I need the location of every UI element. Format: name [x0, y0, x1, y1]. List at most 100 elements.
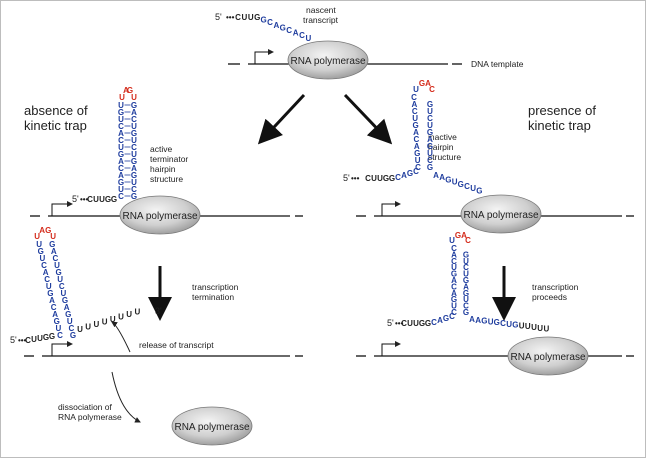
transcript-nucleotide: U	[37, 334, 43, 343]
stem-nucleotide: G	[463, 289, 469, 298]
tail-nucleotide: A	[475, 316, 481, 325]
loop-nucleotide: A	[123, 86, 129, 95]
stem-nucleotide: U	[118, 143, 124, 152]
stem-nucleotide: G	[131, 171, 137, 180]
stem-nucleotide: C	[131, 185, 137, 194]
stem-nucleotide: U	[463, 257, 469, 266]
stem-nucleotide: G	[458, 180, 464, 189]
transcript-nucleotide: U	[242, 13, 248, 22]
poly-u-nucleotide: U	[126, 310, 132, 319]
stem-nucleotide: C	[118, 192, 124, 201]
five-prime-label: 5'	[10, 335, 17, 345]
stem-nucleotide: G	[463, 250, 469, 259]
stem-nucleotide: C	[412, 107, 418, 116]
transcript-nucleotide: G	[280, 23, 286, 32]
transcript-nucleotide: C	[235, 13, 241, 22]
loop-nucleotide: U	[119, 93, 125, 102]
stem-nucleotide: G	[70, 331, 76, 340]
tail-nucleotide: U	[525, 322, 531, 331]
stem-nucleotide: A	[451, 276, 457, 285]
transcript-nucleotide: C	[299, 31, 305, 40]
stem-nucleotide: G	[443, 314, 449, 323]
loop-nucleotide: G	[45, 226, 51, 235]
three-prime-label: 3'	[155, 306, 162, 316]
stem-nucleotide: C	[413, 167, 419, 176]
stem-nucleotide: A	[49, 296, 55, 305]
transcript-nucleotide: A	[274, 21, 280, 30]
tail-nucleotide: A	[469, 315, 475, 324]
stem-nucleotide: G	[445, 175, 451, 184]
stem-nucleotide: G	[65, 310, 71, 319]
stem-nucleotide: G	[412, 121, 418, 130]
release-arrow	[111, 321, 131, 353]
stem-nucleotide: C	[131, 143, 137, 152]
transcript-nucleotide: G	[425, 319, 431, 328]
stem-nucleotide: C	[449, 312, 455, 321]
active-label-4: structure	[150, 174, 183, 184]
transcript-nucleotide: G	[49, 332, 55, 341]
stem-nucleotide: U	[118, 115, 124, 124]
stem-nucleotide: G	[451, 270, 457, 279]
stem-nucleotide: U	[46, 282, 52, 291]
tail-nucleotide: U	[488, 317, 494, 326]
transcript-nucleotide: U	[413, 319, 419, 328]
transcript-nucleotide: U	[248, 13, 254, 22]
arrow-to-absence	[257, 93, 306, 145]
stem-nucleotide: U	[451, 302, 457, 311]
rna-polymerase	[507, 336, 589, 376]
stem-nucleotide: G	[427, 100, 433, 109]
absence-title-2: kinetic trap	[24, 118, 87, 133]
stem-nucleotide: C	[464, 182, 470, 191]
active-label-1: active	[150, 144, 172, 154]
dot-chain: •••	[351, 174, 360, 183]
stem-nucleotide: U	[118, 185, 124, 194]
top-panel: RNA polymerase DNA template nascent tran…	[215, 5, 524, 80]
stem-nucleotide: G	[427, 163, 433, 172]
stem-nucleotide: U	[451, 263, 457, 272]
tail-nucleotide: U	[506, 320, 512, 329]
stem-nucleotide: C	[451, 282, 457, 291]
stem-nucleotide: G	[62, 296, 68, 305]
transcript-nucleotide: G	[43, 333, 49, 342]
loop-nucleotide: A	[461, 231, 467, 240]
transcript-nucleotide: G	[260, 16, 266, 25]
dissociation-label-2: RNA polymerase	[58, 412, 122, 422]
transcript-nucleotide: C	[365, 174, 371, 183]
rna-polymerase-label: RNA polymerase	[290, 56, 365, 67]
nascent-label-2: transcript	[303, 15, 339, 25]
stem-nucleotide: C	[118, 136, 124, 145]
transcript-nucleotide: G	[419, 319, 425, 328]
stem-nucleotide: C	[118, 164, 124, 173]
stem-nucleotide: G	[451, 295, 457, 304]
stem-nucleotide: A	[433, 171, 439, 180]
stem-nucleotide: A	[131, 108, 137, 117]
transcript-nucleotide: U	[306, 34, 312, 43]
stem-nucleotide: G	[414, 149, 420, 158]
promoter-arrow	[51, 341, 73, 356]
stem-nucleotide: A	[52, 310, 58, 319]
stem-nucleotide: C	[57, 331, 63, 340]
stem-nucleotide: C	[451, 244, 457, 253]
promoter-arrow	[254, 49, 274, 64]
stem-nucleotide: U	[131, 150, 137, 159]
stem-nucleotide: A	[427, 135, 433, 144]
transcript-nucleotide: G	[105, 195, 111, 204]
transcript-nucleotide: G	[383, 174, 389, 183]
tail-nucleotide: U	[519, 321, 525, 330]
stem-nucleotide: U	[118, 101, 124, 110]
transcript-nucleotide: C	[25, 336, 31, 345]
stem-nucleotide: G	[427, 128, 433, 137]
nascent-label-1: nascent	[306, 5, 336, 15]
stem-nucleotide: C	[463, 302, 469, 311]
tail-nucleotide: U	[544, 325, 550, 334]
stem-nucleotide: A	[413, 128, 419, 137]
stem-nucleotide: C	[44, 275, 50, 284]
tail-nucleotide: G	[481, 317, 487, 326]
rna-polymerase	[287, 40, 369, 80]
inactive-label-1: inactive	[428, 132, 457, 142]
stem-nucleotide: C	[411, 93, 417, 102]
